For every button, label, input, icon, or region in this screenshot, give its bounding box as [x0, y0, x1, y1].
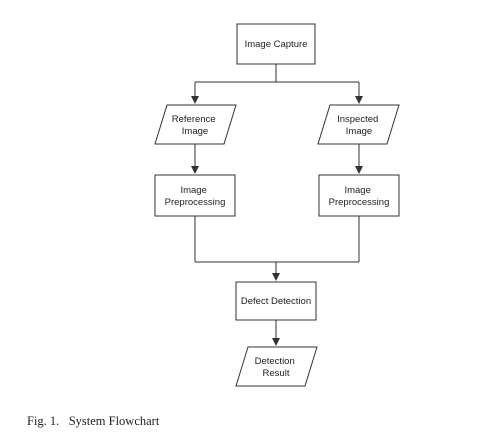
reference-image-line-2: Image	[182, 126, 208, 137]
image-capture-line-1: Image Capture	[245, 39, 308, 50]
preprocessing-left-box	[154, 174, 236, 217]
reference-image-line-1: Reference	[172, 114, 216, 125]
preprocessing-right-box	[318, 174, 400, 217]
figure-caption: Fig. 1. System Flowchart	[27, 414, 159, 429]
image-capture-box	[236, 23, 316, 65]
preprocessing-left-label: Image Preprocessing	[165, 185, 226, 208]
preprocessing-right-line-2: Preprocessing	[329, 197, 390, 208]
defect-detection-box	[235, 281, 317, 321]
detection-result-line-1: Detection	[255, 356, 295, 367]
figure-caption-label: Fig. 1.	[27, 414, 60, 428]
preprocessing-left-line-1: Image	[180, 185, 206, 196]
detection-result-label: Detection Result	[255, 356, 298, 379]
defect-detection-line-1: Defect Detection	[241, 296, 311, 307]
preprocessing-right-label: Image Preprocessing	[329, 185, 390, 208]
inspected-image-line-2: Image	[346, 126, 372, 137]
detection-result-parallelogram	[235, 346, 318, 387]
reference-image-parallelogram	[154, 104, 237, 145]
inspected-image-line-1: Inspected	[337, 114, 378, 125]
inspected-image-parallelogram	[317, 104, 400, 145]
preprocessing-left-line-2: Preprocessing	[165, 197, 226, 208]
detection-result-line-2: Result	[263, 368, 290, 379]
image-capture-label: Image Capture	[245, 39, 308, 50]
preprocessing-right-line-1: Image	[344, 185, 370, 196]
figure-caption-text: System Flowchart	[68, 414, 160, 428]
defect-detection-label: Defect Detection	[241, 296, 311, 307]
reference-image-label: Reference Image	[172, 114, 218, 137]
inspected-image-label: Inspected Image	[337, 114, 381, 137]
